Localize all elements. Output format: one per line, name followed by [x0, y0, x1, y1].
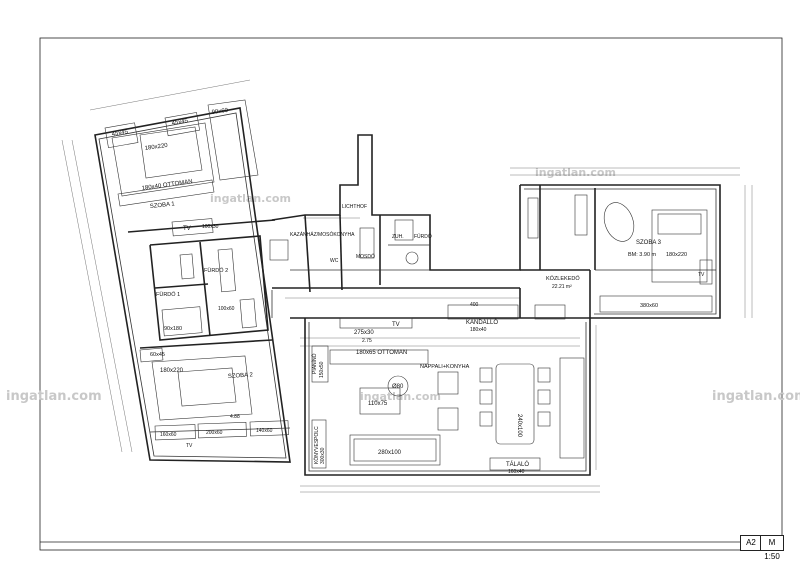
label-szoba2: SZOBA 2: [228, 372, 254, 380]
sheet-size-box: A2: [740, 535, 762, 551]
label-szoba1: SZOBA 1: [150, 201, 176, 210]
label-coffee: 110x75: [368, 401, 388, 407]
label-mosdo: MOSDÓ: [356, 253, 375, 260]
label-488: 4.88: [230, 414, 240, 420]
label-bed-90: 90x180: [164, 326, 182, 332]
label-szoba3-area: BM: 3.90 m: [628, 252, 657, 258]
label-ottoman-main: 180x65 OTTOMAN: [356, 350, 407, 356]
label-tv-r3: TV: [698, 272, 705, 278]
label-kandallo: KANDALLÓ: [466, 319, 498, 326]
label-furdo1: FÜRDŐ 1: [156, 291, 180, 298]
scale-box: M 1:50: [760, 535, 784, 561]
label-275: 2.75: [362, 338, 372, 344]
label-140x60: 140x60: [256, 428, 273, 434]
label-sofa: 280x100: [378, 450, 402, 456]
label-bed-r3: 180x220: [666, 252, 687, 258]
left-wing-walls: [94, 107, 291, 463]
watermark-right: ingatlan.com: [712, 389, 800, 404]
label-bed-bottom: 180x220: [160, 368, 184, 374]
label-lichtof: LICHTHOF: [342, 204, 367, 210]
label-tv-r1: TV: [183, 226, 191, 232]
room-labels: 180x40 OTTOMAN 180x220 45x45 45x45 90x60…: [111, 108, 705, 475]
label-wardrobe-tm: 45x45: [171, 118, 189, 127]
label-konyvespolc: KÖNYVESPOLC: [313, 426, 320, 464]
dimension-lines: [61, 79, 753, 493]
label-160x60: 160x60: [160, 432, 177, 438]
label-200x60: 200x60: [206, 430, 223, 436]
label-kozlekedo: KÖZLEKEDŐ: [546, 275, 580, 282]
label-pianino-size: 150x50: [319, 361, 325, 378]
label-wc: WC: [330, 258, 339, 264]
label-100x30: 100x30: [202, 224, 219, 230]
living-room-furniture: [311, 304, 585, 471]
label-pianino: PIANÍNÓ: [311, 353, 318, 374]
right-wing-walls: [520, 184, 721, 319]
label-275x30: 275x30: [354, 330, 374, 336]
watermark-center: ingatlan.com: [360, 390, 441, 403]
label-wardrobe-tl: 45x45: [111, 129, 129, 138]
label-talalo: TÁLALÓ: [506, 461, 529, 468]
service-rooms-walls: [269, 134, 521, 293]
label-round-table: Ø80: [392, 384, 404, 390]
label-tv-r2: TV: [186, 443, 193, 449]
label-kandallo-size: 180x40: [470, 327, 487, 333]
label-kazan: KAZÁNHÁZ/MOSÓKONYHA: [290, 231, 355, 238]
label-300x30: 300x30: [320, 447, 326, 464]
watermark-left: ingatlan.com: [6, 389, 102, 404]
watermark-topright: ingatlan.com: [535, 166, 616, 179]
label-400: 400: [470, 302, 479, 308]
sheet-frame: [39, 37, 783, 551]
label-kozlekedo-area: 22.21 m²: [552, 284, 572, 290]
label-furdo2: FÜRDŐ 2: [204, 267, 228, 274]
label-bed-top: 180x220: [144, 143, 168, 152]
left-wing-furniture: [104, 99, 289, 441]
label-nappali: NAPPALI+KONYHA: [420, 364, 470, 370]
label-table: 240x100: [516, 414, 522, 438]
label-talalo-size: 160x40: [508, 469, 525, 475]
label-100x60: 100x60: [218, 306, 235, 312]
label-furdo-small: FÜRDŐ: [414, 233, 432, 240]
label-zuh: ZUH.: [392, 234, 404, 240]
label-380x60: 380x60: [640, 303, 658, 309]
label-60x45: 60x45: [150, 352, 165, 358]
label-szoba3: SZOBA 3: [636, 240, 662, 246]
label-tv-main: TV: [392, 322, 400, 328]
label-closet-tr: 90x60: [211, 108, 229, 116]
watermark-top: ingatlan.com: [210, 192, 291, 205]
label-ottoman-top: 180x40 OTTOMAN: [141, 179, 193, 192]
